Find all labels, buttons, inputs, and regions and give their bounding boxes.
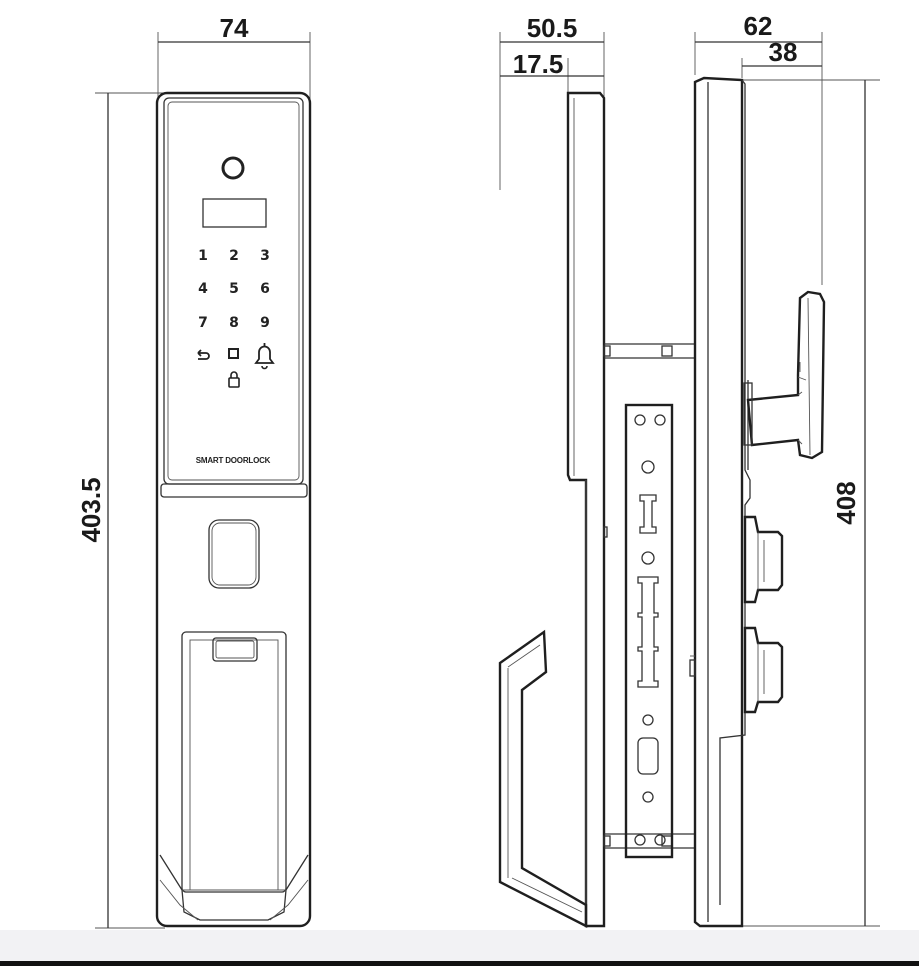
bell-key-icon[interactable]	[254, 343, 275, 370]
key-9[interactable]: 9	[260, 315, 270, 331]
key-4[interactable]: 4	[198, 281, 208, 297]
mortise-faceplate	[624, 403, 674, 859]
lock-key-icon[interactable]	[228, 371, 240, 388]
side-offset-label: 17.5	[513, 49, 564, 79]
rear-view: 62 38 408	[689, 11, 880, 928]
front-width-label: 74	[220, 13, 249, 43]
back-key-icon[interactable]	[197, 349, 210, 360]
display-screen	[202, 198, 267, 228]
key-3[interactable]: 3	[260, 248, 270, 264]
rear-offset-label: 38	[769, 37, 798, 67]
front-view: 74 403.5 1 2 3 4 5 6 7 8 9	[76, 13, 312, 929]
front-height-label: 403.5	[76, 477, 106, 542]
rear-depth-label: 62	[744, 11, 773, 41]
key-5[interactable]: 5	[229, 281, 239, 297]
bottom-bar	[0, 930, 919, 966]
brand-label: SMART DOORLOCK	[196, 456, 271, 465]
side-depth-label: 50.5	[527, 13, 578, 43]
bottom-strip	[0, 961, 919, 966]
key-8[interactable]: 8	[229, 315, 239, 331]
pull-handle[interactable]	[181, 631, 287, 893]
key-1[interactable]: 1	[198, 248, 208, 264]
fingerprint-reader	[208, 519, 260, 589]
key-2[interactable]: 2	[229, 248, 239, 264]
side-view: 50.5 17.5	[498, 13, 695, 928]
enter-key-icon[interactable]	[228, 348, 239, 359]
key-7[interactable]: 7	[198, 315, 208, 331]
rear-height-label: 408	[831, 481, 861, 524]
key-6[interactable]: 6	[260, 281, 270, 297]
camera-icon	[221, 156, 245, 180]
keypad: 1 2 3 4 5 6 7 8 9	[197, 248, 275, 388]
